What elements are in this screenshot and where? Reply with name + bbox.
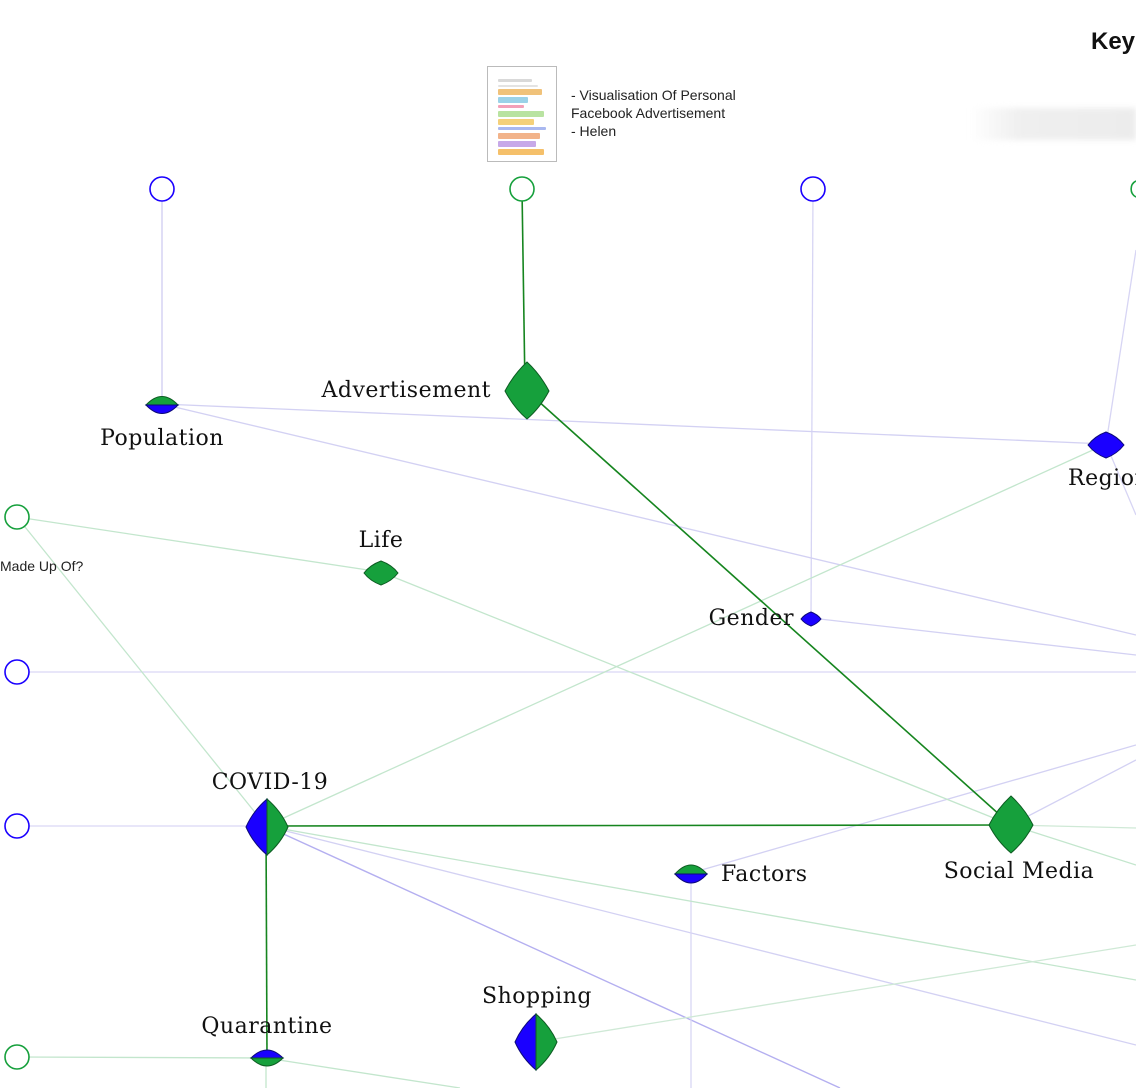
side-question-label: Made Up Of? (0, 558, 83, 574)
node-social-media[interactable]: Social Media (944, 795, 1095, 884)
edge (810, 188, 814, 619)
key-panel (970, 108, 1136, 140)
node-shopping[interactable]: Shopping (482, 984, 592, 1072)
node-label: Region (1068, 466, 1136, 491)
edge (265, 1057, 461, 1088)
edge (1010, 759, 1136, 826)
node-label: COVID-19 (212, 770, 329, 795)
edge (161, 403, 1136, 636)
node-factors[interactable]: Factors (673, 862, 808, 887)
edge (690, 744, 1136, 874)
ring-node[interactable] (4, 659, 30, 685)
edge-strong (265, 824, 1012, 827)
edge-strong (526, 390, 1012, 826)
edge (265, 825, 841, 1088)
edge (265, 443, 1107, 827)
node-population[interactable]: Population (100, 396, 224, 452)
ring-node[interactable] (509, 176, 535, 202)
edge (161, 403, 1107, 445)
caption-line: Facebook Advertisement (571, 105, 726, 121)
caption-line: - Visualisation Of Personal (571, 87, 736, 103)
node-covid-19[interactable]: COVID-19 (212, 770, 329, 857)
node-label: Social Media (944, 859, 1095, 884)
edge (1105, 249, 1136, 445)
node-label: Factors (721, 862, 808, 887)
ring-node[interactable] (4, 813, 30, 839)
edge (16, 516, 267, 827)
node-label: Quarantine (201, 1014, 332, 1039)
node-quarantine[interactable]: Quarantine (201, 1014, 332, 1067)
ring-node[interactable] (149, 176, 175, 202)
node-label: Gender (709, 606, 794, 631)
caption-line: - Helen (571, 123, 617, 139)
ring-node[interactable] (4, 504, 30, 530)
key-title: Key (1091, 28, 1136, 55)
edge (265, 825, 1136, 1046)
ring-node[interactable] (4, 1044, 30, 1070)
ring-nodes (4, 176, 826, 1070)
node-advertisement[interactable]: Advertisement (320, 361, 550, 420)
node-region[interactable]: Region (1068, 431, 1136, 491)
edge (1010, 824, 1136, 866)
document-thumbnail[interactable] (487, 66, 557, 162)
node-life[interactable]: Life (359, 528, 404, 586)
edge (16, 1056, 267, 1059)
edge (265, 825, 1136, 981)
topic-nodes: Population Advertisement Region Life Gen… (100, 361, 1136, 1072)
thumbnail-caption: - Visualisation Of Personal Facebook Adv… (571, 86, 771, 140)
edge (380, 571, 1012, 826)
edge-strong (265, 825, 268, 1059)
edge (16, 516, 382, 573)
node-gender[interactable]: Gender (709, 606, 822, 631)
node-label: Shopping (482, 984, 592, 1009)
ring-node-partial (1130, 180, 1136, 198)
edge-strong (521, 188, 526, 390)
node-label: Advertisement (320, 378, 491, 403)
graph-edges (16, 188, 1136, 1088)
node-label: Life (359, 528, 404, 553)
node-label: Population (100, 426, 224, 451)
edge (810, 617, 1136, 656)
edge (535, 944, 1136, 1043)
ring-node[interactable] (800, 176, 826, 202)
